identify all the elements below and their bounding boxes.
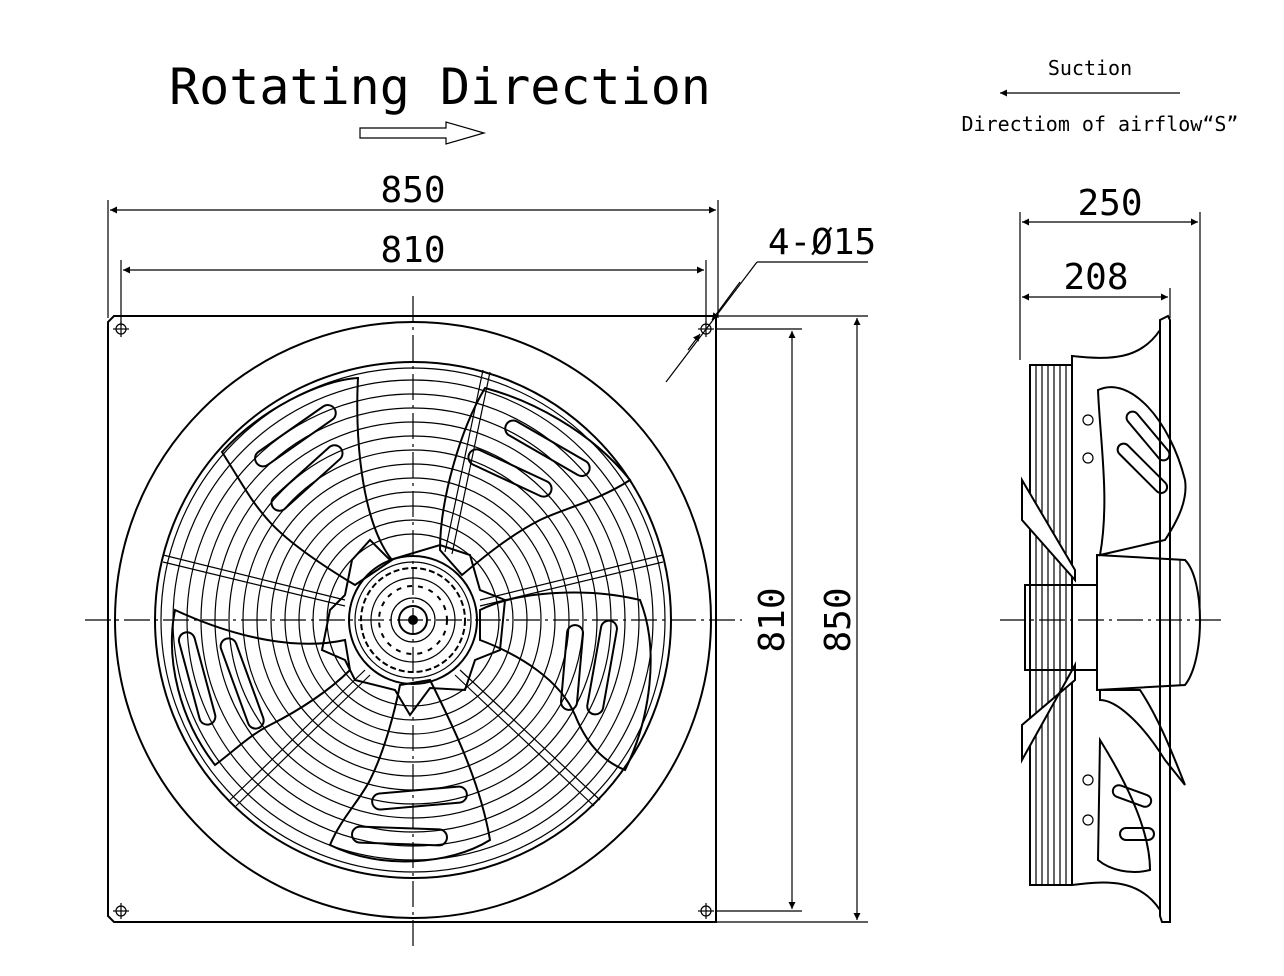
suction-label: Suction [1048,56,1132,80]
holes-callout: 4-Ø15 [768,222,876,263]
impeller-blades [170,376,652,863]
blade-slots [177,404,618,847]
guard-side [1021,364,1076,886]
airflow-direction-label: Directiom of airflow“S” [962,112,1239,136]
front-view: 850 810 4-Ø15 810 850 [85,170,876,948]
dim-height-outer: 850 [818,587,859,652]
blades-side [1096,386,1187,873]
diagram-title: Rotating Direction [169,58,711,116]
dim-width-holes: 810 [380,230,445,271]
dim-height-holes: 810 [752,587,793,652]
rotation-arrow-icon [359,121,487,145]
dim-width-outer: 850 [380,170,445,211]
dim-depth-total: 250 [1077,183,1142,224]
dim-depth-body: 208 [1063,257,1128,298]
side-view: 250 208 [1000,183,1222,923]
mounting-holes [113,321,714,919]
motor-side [1024,553,1201,692]
plate-edge [1159,314,1171,923]
side-bolts [1082,414,1094,826]
